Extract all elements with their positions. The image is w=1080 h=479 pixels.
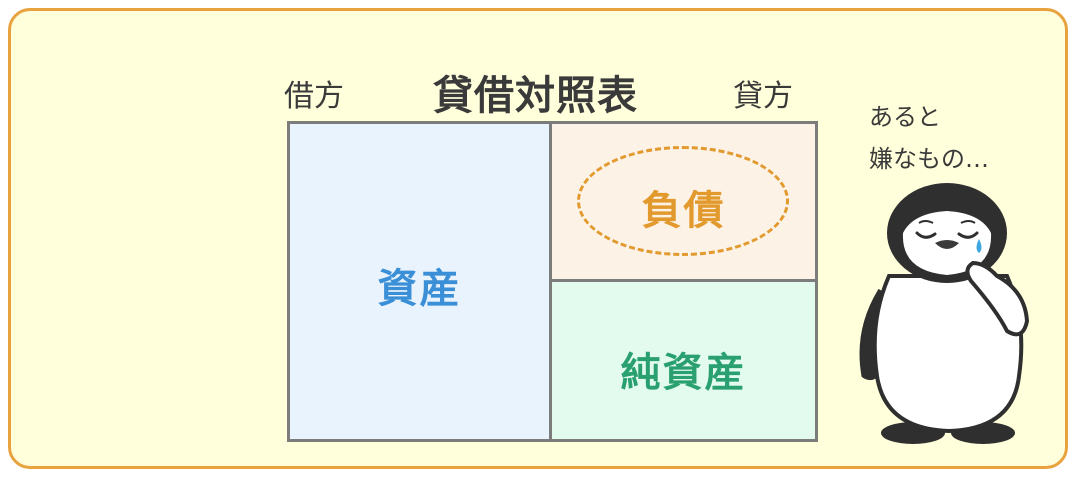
penguin-remark: あると 嫌なもの… <box>869 96 989 180</box>
diagram-panel: 借方 貸借対照表 貸方 資産 負債 純資産 あると 嫌なもの… <box>8 8 1068 469</box>
net-assets-label: 純資産 <box>620 350 747 396</box>
debit-label: 借方 <box>284 79 344 114</box>
credit-label: 貸方 <box>733 79 793 114</box>
liabilities-cell: 負債 <box>552 124 815 282</box>
diagram-title: 貸借対照表 <box>433 73 638 119</box>
highlight-oval <box>577 146 789 256</box>
crying-penguin-icon <box>859 183 1030 444</box>
remark-line-1: あると <box>869 103 941 131</box>
remark-line-2: 嫌なもの… <box>869 145 989 173</box>
net-assets-cell: 純資産 <box>552 282 815 439</box>
assets-label: 資産 <box>377 266 462 312</box>
assets-cell: 資産 <box>290 124 552 439</box>
liabilities-label: 負債 <box>641 188 726 234</box>
balance-sheet: 資産 負債 純資産 <box>287 121 818 442</box>
